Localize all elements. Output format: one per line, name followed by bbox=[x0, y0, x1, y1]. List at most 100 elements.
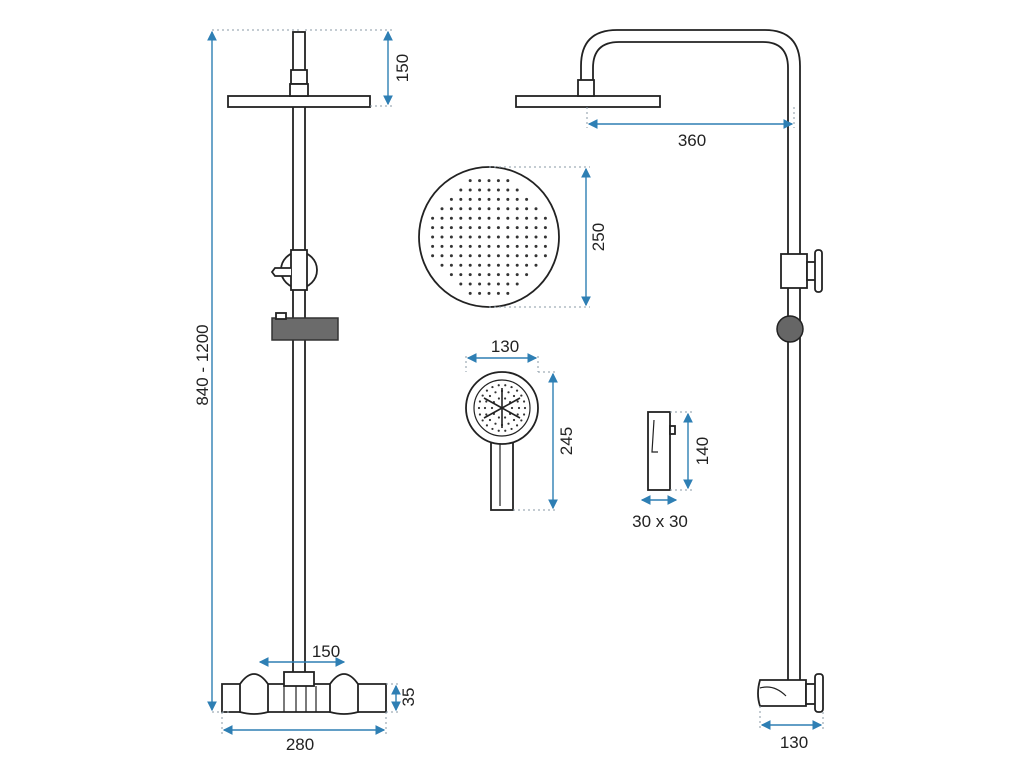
hand-shower-spokes bbox=[483, 388, 521, 428]
nozzle-dot bbox=[459, 188, 463, 192]
nozzle-dot bbox=[506, 244, 510, 248]
nozzle-dot bbox=[534, 244, 538, 248]
nozzle-dot bbox=[487, 179, 491, 183]
nozzle-dot bbox=[543, 254, 547, 258]
hand-jet-dot bbox=[485, 389, 489, 392]
nozzle-dot bbox=[487, 188, 491, 192]
nozzle-dot bbox=[515, 197, 519, 201]
nozzle-dot bbox=[515, 273, 519, 277]
nozzle-dot bbox=[468, 282, 472, 286]
nozzle-dot bbox=[496, 188, 500, 192]
hand-jet-dot bbox=[478, 400, 482, 403]
nozzle-dot bbox=[449, 235, 453, 239]
nozzle-dot bbox=[487, 216, 491, 220]
hand-jet-dot bbox=[497, 416, 501, 419]
nozzle-dot bbox=[506, 179, 510, 183]
nozzle-dot bbox=[525, 226, 529, 230]
hand-jet-dot bbox=[491, 385, 494, 389]
nozzle-dot bbox=[506, 273, 510, 277]
right-handle bbox=[329, 673, 359, 715]
nozzle-dot bbox=[459, 254, 463, 258]
hand-jet-dot bbox=[497, 429, 500, 432]
nozzle-dot bbox=[468, 197, 472, 201]
hand-jet-dot bbox=[494, 422, 497, 425]
nozzle-dot bbox=[449, 273, 453, 277]
nozzle-dot bbox=[478, 197, 482, 201]
nozzle-dot bbox=[496, 216, 500, 220]
nozzle-dot bbox=[506, 282, 510, 286]
rain-head-top-view: 250 bbox=[418, 166, 608, 308]
left-handle bbox=[239, 673, 269, 715]
nozzle-dot bbox=[525, 235, 529, 239]
nozzle-dot bbox=[515, 226, 519, 230]
hand-jet-dot bbox=[483, 406, 487, 410]
nozzle-dot bbox=[543, 216, 547, 220]
nozzle-dot bbox=[506, 216, 510, 220]
nozzle-dot bbox=[515, 188, 519, 192]
nozzle-dot bbox=[487, 197, 491, 201]
nozzle-dot bbox=[534, 207, 538, 211]
nozzle-dot bbox=[478, 235, 482, 239]
nozzle-dot bbox=[468, 207, 472, 211]
nozzle-dot bbox=[487, 207, 491, 211]
nozzle-dot bbox=[515, 216, 519, 220]
hand-jet-dot bbox=[512, 394, 516, 398]
nozzle-dot bbox=[534, 235, 538, 239]
diverter-side-knob bbox=[814, 249, 823, 293]
nozzle-dot bbox=[534, 216, 538, 220]
hand-jet-dot bbox=[516, 400, 519, 403]
nozzle-dot bbox=[440, 226, 444, 230]
nozzle-dot bbox=[496, 263, 500, 267]
nozzle-dot bbox=[431, 216, 435, 220]
nozzle-dot bbox=[506, 263, 510, 267]
nozzle-dot bbox=[487, 273, 491, 277]
hand-jet-dot bbox=[516, 413, 519, 416]
hand-jet-dot bbox=[488, 418, 492, 422]
hand-jet-dot bbox=[488, 394, 492, 398]
nozzle-dot bbox=[543, 244, 547, 248]
nozzle-dot bbox=[431, 235, 435, 239]
nozzle-dot bbox=[478, 226, 482, 230]
nozzle-dot bbox=[496, 282, 500, 286]
nozzle-dot bbox=[478, 188, 482, 192]
nozzle-dot bbox=[468, 179, 472, 183]
hand-shower: 130 245 bbox=[465, 337, 576, 511]
nozzle-dot bbox=[543, 226, 547, 230]
nozzle-dot bbox=[468, 226, 472, 230]
base-height-label: 35 bbox=[399, 688, 418, 707]
nozzle-dot bbox=[487, 244, 491, 248]
nozzle-dot bbox=[468, 291, 472, 295]
nozzle-dot bbox=[525, 273, 529, 277]
nozzle-dot bbox=[478, 179, 482, 183]
nozzle-dot bbox=[478, 291, 482, 295]
wall-flange-side bbox=[814, 673, 824, 713]
nozzle-dot bbox=[440, 254, 444, 258]
nozzle-dot bbox=[459, 244, 463, 248]
nozzle-dot bbox=[459, 282, 463, 286]
nozzle-dot bbox=[506, 226, 510, 230]
riser-coupling bbox=[283, 671, 315, 687]
hand-jet-dot bbox=[490, 406, 494, 410]
nozzle-dot bbox=[449, 207, 453, 211]
side-dimensions: 360 130 bbox=[586, 107, 824, 752]
nozzle-dot bbox=[496, 235, 500, 239]
nozzle-dot bbox=[478, 282, 482, 286]
nozzle-dot bbox=[506, 197, 510, 201]
nozzle-dot bbox=[459, 197, 463, 201]
nozzle-dot bbox=[487, 263, 491, 267]
nozzle-dot bbox=[506, 188, 510, 192]
nozzle-dot bbox=[440, 244, 444, 248]
hand-jet-dot bbox=[515, 389, 519, 392]
nozzle-dot bbox=[506, 235, 510, 239]
holder-section-label: 30 x 30 bbox=[632, 512, 688, 531]
shelf bbox=[271, 317, 339, 341]
hand-jet-dot bbox=[491, 427, 494, 431]
nozzle-dot bbox=[496, 226, 500, 230]
base-spacing-label: 150 bbox=[312, 642, 340, 661]
shower-arm-inner bbox=[592, 41, 789, 265]
nozzle-dot bbox=[496, 179, 500, 183]
nozzle-dot bbox=[534, 226, 538, 230]
nozzle-dot bbox=[515, 254, 519, 258]
hand-width-label: 130 bbox=[491, 337, 519, 356]
